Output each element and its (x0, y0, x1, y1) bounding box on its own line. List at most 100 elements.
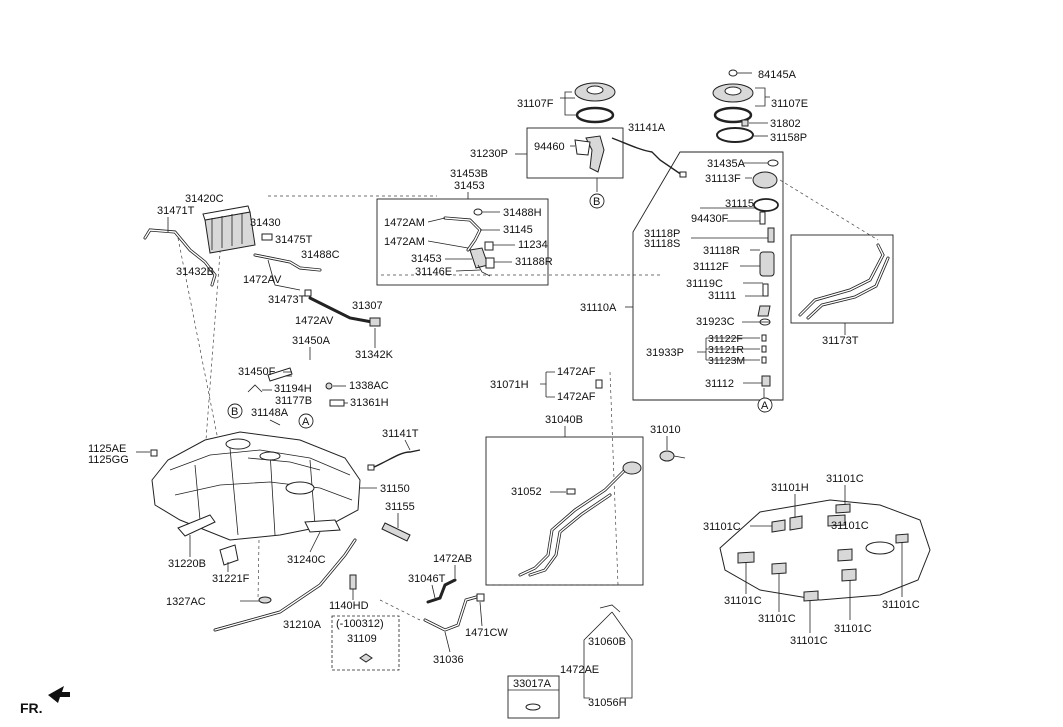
label-31122F: 31122F (708, 333, 743, 345)
label-31240C: 31240C (287, 554, 326, 566)
filler-neck-box (423, 371, 686, 719)
label-31115: 31115 (725, 198, 754, 210)
label-31430: 31430 (250, 217, 281, 229)
label-31194H: 31194H (274, 383, 312, 395)
label-31101C-4: 31101C (724, 595, 762, 607)
label-31230P: 31230P (470, 148, 508, 160)
label-31488C: 31488C (301, 249, 340, 261)
label-31432B: 31432B (176, 266, 214, 278)
label-31221F: 31221F (212, 573, 250, 585)
tank-pads-view (719, 499, 931, 602)
label-31101H: 31101H (771, 482, 809, 494)
canister-assembly (143, 205, 381, 327)
label-31101C-6: 31101C (758, 613, 796, 625)
label-31488H: 31488H (503, 207, 542, 219)
label-31155: 31155 (385, 501, 415, 513)
label-1472AM-a: 1472AM (384, 217, 425, 229)
label-31420C: 31420C (185, 193, 224, 205)
label-31036: 31036 (433, 654, 464, 666)
label-100312: (-100312) (336, 618, 384, 630)
label-31933P: 31933P (646, 347, 684, 359)
label-31473T: 31473T (268, 294, 306, 306)
label-31141A: 31141A (628, 122, 666, 134)
fuel-line-box (790, 234, 894, 335)
label-31450A: 31450A (292, 335, 331, 347)
label-31361H: 31361H (350, 397, 389, 409)
label-1140HD: 1140HD (329, 600, 369, 612)
label-1472AM-b: 1472AM (384, 236, 425, 248)
label-1125AE: 1125AE (88, 443, 126, 455)
marker-b-tank: B (231, 406, 238, 418)
label-1472AF-a: 1472AF (557, 366, 596, 378)
label-31118R: 31118R (703, 245, 740, 257)
marker-a-tank: A (302, 416, 310, 428)
label-31121R: 31121R (708, 344, 744, 356)
reference-markers (227, 193, 773, 429)
pump-module-box (632, 151, 784, 401)
front-direction-label: FR. (20, 700, 43, 716)
label-31010: 31010 (650, 424, 681, 436)
label-31071H: 31071H (490, 379, 529, 391)
fuel-tank (150, 367, 421, 632)
label-31210A: 31210A (283, 619, 322, 631)
label-31109: 31109 (347, 633, 377, 645)
label-11234: 11234 (518, 239, 548, 251)
label-31101C-7: 31101C (834, 623, 872, 635)
label-31148A: 31148A (251, 407, 289, 419)
label-1125GG: 1125GG (88, 454, 129, 466)
part-labels: 84145A 31107E 31802 31158P 31107F 31141A… (20, 69, 920, 716)
pump-cover-parts-right (712, 69, 770, 143)
label-31923C: 31923C (696, 316, 735, 328)
label-31040B: 31040B (545, 414, 583, 426)
label-31118S: 31118S (644, 238, 680, 250)
label-31453-box: 31453 (411, 253, 442, 265)
label-31188R: 31188R (515, 256, 553, 268)
label-31101C-8: 31101C (790, 635, 828, 647)
label-94430F: 94430F (691, 213, 729, 225)
label-31342K: 31342K (355, 349, 394, 361)
label-31101C-3: 31101C (831, 520, 869, 532)
label-1472AB: 1472AB (433, 553, 472, 565)
valve-set-box (376, 198, 549, 286)
label-1472AF-b: 1472AF (557, 391, 596, 403)
label-31113F: 31113F (705, 173, 741, 185)
label-31101C-5: 31101C (882, 599, 920, 611)
label-31177B: 31177B (275, 395, 312, 407)
label-31150: 31150 (380, 483, 410, 495)
label-31123M: 31123M (708, 355, 745, 367)
label-31145: 31145 (503, 224, 533, 236)
label-31118P: 31118P (644, 228, 680, 240)
label-31101C-1: 31101C (826, 473, 864, 485)
label-31112: 31112 (705, 378, 734, 390)
front-arrow-icon (48, 686, 70, 703)
label-31046T: 31046T (408, 573, 446, 585)
label-31112F: 31112F (693, 261, 729, 273)
label-1472AV-a: 1472AV (243, 274, 282, 286)
label-31141T: 31141T (382, 428, 419, 440)
label-94460: 94460 (534, 141, 565, 153)
label-33017A: 33017A (513, 678, 552, 690)
label-1472AE: 1472AE (560, 664, 599, 676)
label-31307: 31307 (352, 300, 383, 312)
label-31052: 31052 (511, 486, 542, 498)
dashed-box-31109 (331, 615, 400, 671)
label-31146E: 31146E (415, 266, 452, 278)
label-31173T: 31173T (822, 335, 859, 347)
label-31475T: 31475T (275, 234, 313, 246)
label-31101C-2: 31101C (703, 521, 741, 533)
label-31220B: 31220B (168, 558, 206, 570)
label-84145A: 84145A (758, 69, 797, 81)
label-31802: 31802 (770, 118, 801, 130)
pump-cover-parts-center (526, 82, 687, 192)
label-31119C: 31119C (686, 278, 723, 290)
marker-a-pump: A (761, 400, 769, 412)
label-31107E: 31107E (771, 98, 808, 110)
label-31453B: 31453B (450, 168, 488, 180)
label-31060B: 31060B (588, 636, 626, 648)
label-1471CW: 1471CW (465, 627, 508, 639)
label-31110A: 31110A (580, 302, 617, 314)
marker-b-top: B (593, 196, 600, 208)
label-31111: 31111 (708, 290, 736, 302)
label-1472AV-b: 1472AV (295, 315, 334, 327)
